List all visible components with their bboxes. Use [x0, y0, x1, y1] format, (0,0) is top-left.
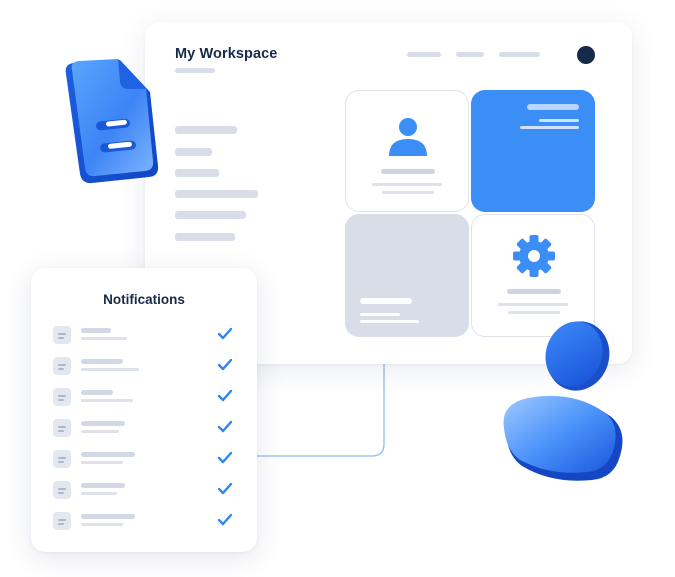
notification-detail	[81, 492, 117, 495]
avatar[interactable]	[577, 46, 595, 64]
document-icon	[53, 481, 71, 499]
sidebar-item[interactable]	[175, 211, 246, 219]
notification-title	[81, 328, 111, 333]
card-heading	[527, 104, 579, 110]
checkmark-icon	[217, 513, 233, 526]
document-icon	[53, 326, 71, 344]
gear-icon	[513, 235, 555, 277]
document-icon	[65, 59, 159, 184]
document-icon	[53, 419, 71, 437]
user-icon	[389, 118, 427, 156]
notification-title	[81, 483, 125, 488]
highlight-card[interactable]	[471, 90, 595, 212]
notification-detail	[81, 337, 127, 340]
settings-card[interactable]	[471, 214, 595, 337]
document-icon	[53, 357, 71, 375]
workspace-title: My Workspace	[175, 46, 278, 62]
document-icon	[53, 450, 71, 468]
profile-card[interactable]	[345, 90, 469, 212]
notification-detail	[81, 430, 119, 433]
notification-detail	[81, 368, 139, 371]
card-line	[360, 320, 419, 323]
checkmark-icon	[217, 358, 233, 371]
notification-item[interactable]	[53, 324, 239, 346]
card-line	[360, 313, 400, 316]
checkmark-icon	[217, 451, 233, 464]
checkmark-icon	[217, 482, 233, 495]
notification-title	[81, 390, 113, 395]
notification-title	[81, 359, 123, 364]
notification-item[interactable]	[53, 417, 239, 439]
person-icon	[503, 321, 623, 481]
notification-item[interactable]	[53, 448, 239, 470]
notification-item[interactable]	[53, 510, 239, 532]
profile-name	[381, 169, 435, 174]
sidebar-item[interactable]	[175, 126, 237, 134]
checkmark-icon	[217, 389, 233, 402]
notification-item[interactable]	[53, 386, 239, 408]
notification-detail	[81, 461, 123, 464]
info-card[interactable]	[345, 214, 469, 337]
notification-title	[81, 421, 125, 426]
workspace-window: My Workspace	[145, 22, 632, 364]
card-heading	[360, 298, 412, 304]
title-underline	[175, 68, 215, 73]
notification-item[interactable]	[53, 479, 239, 501]
notifications-panel: Notifications	[31, 268, 257, 552]
document-icon	[53, 512, 71, 530]
profile-detail	[382, 191, 434, 194]
sidebar-item[interactable]	[175, 148, 212, 156]
notification-detail	[81, 523, 123, 526]
settings-detail	[508, 311, 560, 314]
sidebar-item[interactable]	[175, 169, 219, 177]
document-icon	[53, 388, 71, 406]
profile-detail	[372, 183, 442, 186]
settings-label	[507, 289, 561, 294]
notification-item[interactable]	[53, 355, 239, 377]
nav-link-3[interactable]	[499, 52, 540, 57]
sidebar-item[interactable]	[175, 190, 258, 198]
sidebar-item[interactable]	[175, 233, 235, 241]
nav-link-2[interactable]	[456, 52, 484, 57]
notification-title	[81, 452, 135, 457]
settings-detail	[498, 303, 568, 306]
card-line	[539, 119, 579, 122]
notifications-title: Notifications	[103, 292, 185, 307]
notification-title	[81, 514, 135, 519]
checkmark-icon	[217, 327, 233, 340]
notification-detail	[81, 399, 133, 402]
checkmark-icon	[217, 420, 233, 433]
card-line	[520, 126, 579, 129]
nav-link-1[interactable]	[407, 52, 441, 57]
